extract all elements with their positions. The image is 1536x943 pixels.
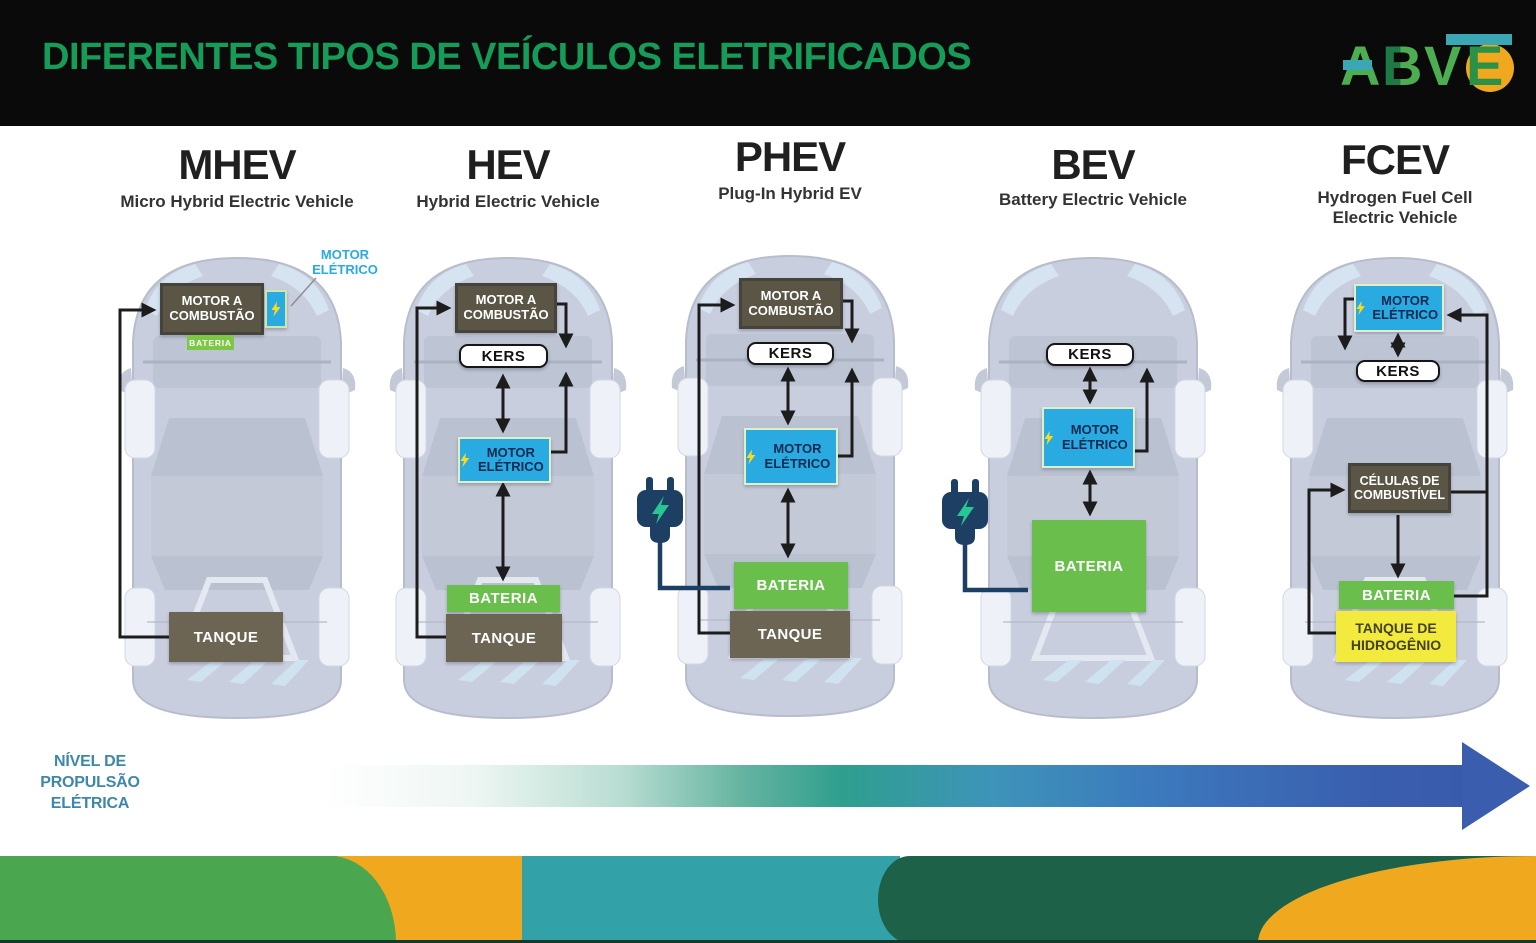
mhev-fuel-tank-box: TANQUE — [169, 612, 283, 662]
mhev-combustion-engine-box: MOTOR A COMBUSTÃO — [160, 283, 264, 335]
vehicle-acronym-hev: HEV — [466, 141, 550, 188]
lightning-bolt-icon — [460, 452, 470, 468]
logo-yellow-circle — [1466, 44, 1514, 92]
phev-kers-box: KERS — [747, 342, 834, 365]
vehicle-acronym-mhev: MHEV — [178, 141, 296, 188]
propulsion-gradient-arrow-head — [1462, 742, 1530, 830]
hev-fuel-tank-box: TANQUE — [446, 614, 562, 662]
vehicle-acronym-bev: BEV — [1051, 141, 1135, 188]
logo-teal-crossbar — [1343, 60, 1372, 70]
lightning-bolt-icon — [1356, 300, 1365, 316]
car-body-art — [974, 256, 1212, 720]
bev-battery-box: BATERIA — [1032, 520, 1146, 612]
lightning-bolt-icon — [746, 449, 756, 464]
vehicle-name-hev: Hybrid Electric Vehicle — [416, 192, 600, 211]
phev-electric-motor-box: MOTOR ELÉTRICO — [744, 428, 838, 485]
propulsion-level-label: NÍVEL DE PROPULSÃO ELÉTRICA — [40, 753, 140, 812]
vehicle-name-mhev: Micro Hybrid Electric Vehicle — [120, 192, 354, 211]
vehicle-name-fcev: Hydrogen Fuel Cell Electric Vehicle — [1317, 188, 1473, 227]
mhev-electric-motor-box — [265, 290, 287, 328]
hev-electric-motor-label: MOTOR ELÉTRICO — [478, 444, 544, 474]
fcev-fuel-cells-box: CÉLULAS DE COMBUSTÍVEL — [1348, 463, 1451, 513]
fcev-electric-motor-label: MOTOR ELÉTRICO — [1372, 292, 1439, 322]
fcev-kers-box: KERS — [1356, 360, 1440, 382]
hev-combustion-engine-box: MOTOR A COMBUSTÃO — [455, 283, 557, 333]
hev-kers-box: KERS — [459, 344, 548, 368]
lightning-bolt-icon — [271, 301, 281, 317]
bev-kers-box: KERS — [1046, 343, 1134, 366]
phev-combustion-engine-box: MOTOR A COMBUSTÃO — [739, 278, 843, 329]
svg-text:B: B — [1382, 34, 1422, 96]
band-teal-segment — [522, 856, 900, 943]
car-top-view-bev — [973, 250, 1213, 725]
vehicle-name-bev: Battery Electric Vehicle — [998, 190, 1188, 209]
fcev-electric-motor-box: MOTOR ELÉTRICO — [1354, 284, 1444, 332]
hev-battery-box: BATERIA — [447, 585, 560, 612]
vehicle-acronym-phev: PHEV — [734, 133, 846, 180]
page-title: DIFERENTES TIPOS DE VEÍCULOS ELETRIFICAD… — [42, 36, 972, 78]
lightning-bolt-icon — [1044, 430, 1054, 445]
header-bar: DIFERENTES TIPOS DE VEÍCULOS ELETRIFICAD… — [0, 0, 1536, 126]
bev-electric-motor-label: MOTOR ELÉTRICO — [1062, 422, 1128, 452]
phev-fuel-tank-box: TANQUE — [730, 611, 850, 658]
logo-teal-topbar — [1446, 34, 1512, 45]
phev-battery-box: BATERIA — [734, 562, 848, 609]
bev-electric-motor-box: MOTOR ELÉTRICO — [1042, 407, 1135, 468]
mhev-electric-motor-label: MOTOR ELÉTRICO — [312, 247, 378, 277]
abve-logo: A B V E — [1340, 34, 1514, 96]
band-green-segment — [0, 856, 337, 943]
propulsion-gradient-arrow-bar — [225, 765, 1462, 807]
fcev-battery-box: BATERIA — [1339, 581, 1454, 609]
phev-electric-motor-label: MOTOR ELÉTRICO — [764, 441, 831, 471]
vehicle-acronym-fcev: FCEV — [1340, 136, 1450, 183]
band-bottom-line — [0, 940, 1536, 943]
mhev-battery-box: BATERIA — [187, 335, 234, 350]
hev-electric-motor-box: MOTOR ELÉTRICO — [458, 437, 551, 483]
fcev-hydrogen-tank-box: TANQUE DE HIDROGÊNIO — [1336, 611, 1456, 662]
vehicle-name-phev: Plug-In Hybrid EV — [718, 184, 862, 203]
